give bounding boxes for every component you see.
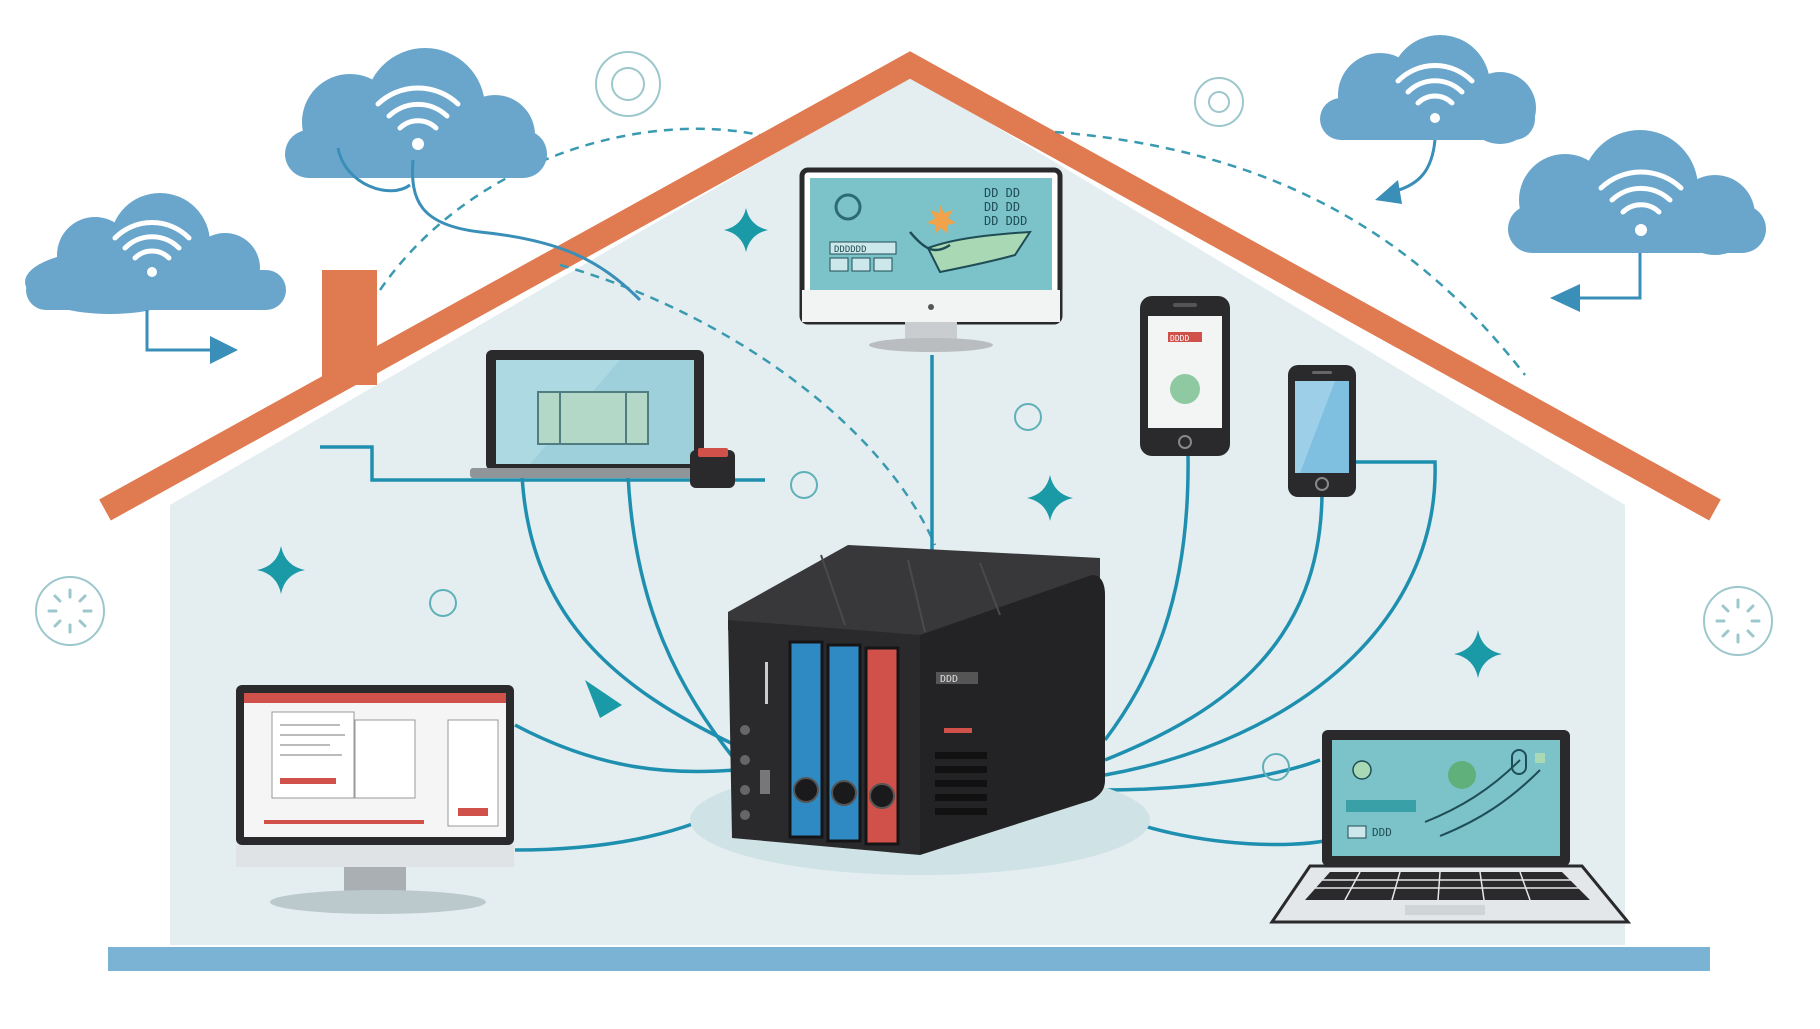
cloud-wifi-icon-3 [1320,35,1536,144]
nas-display [936,672,978,684]
cloud-wifi-icon-2 [285,48,547,178]
star-burst-icon [927,205,956,234]
circle-icon [1262,753,1290,781]
circle-icon [1014,403,1042,431]
cable-phone-2-loop [1104,460,1437,777]
decorations [35,51,1773,781]
sparkle-icon [724,208,768,252]
nas-display-text: DDD [940,674,958,685]
circle-icon [790,471,818,499]
drive-bay-3 [864,646,900,846]
dashed-arc-right [1054,130,1526,376]
arrow-head-1 [210,336,238,364]
screen-panel-text: DDDDDD [834,245,867,255]
desktop-monitor-top: DD DD DD DD DD DDD DDDDDD [799,167,1063,352]
sparkle-icon [1454,630,1502,678]
cloud-wifi-icon-4 [1508,130,1766,255]
sparkle-icon [1027,475,1073,521]
cable-laptop-right-a [1104,758,1321,792]
desktop-monitor-left [236,685,514,914]
sparkle-icon [257,546,305,594]
smartphone-2 [1288,365,1356,497]
cloud-wifi-icon-1 [25,193,286,314]
cable-phone-1 [1103,454,1190,742]
monitor-stand [869,338,993,352]
phone-app-icon [1170,374,1200,404]
smartphone-1: DDDD [1140,296,1230,456]
cable-laptop-left-b [626,474,737,762]
usb-drive-icon [690,450,735,488]
drive-bay-1 [788,640,824,839]
screen-code-1: DD DD [984,186,1020,200]
dotted-sun-rays [47,588,1761,644]
laptop-right-screen [1332,740,1560,856]
screen-code-3: DD DDD [984,214,1027,228]
left-monitor-stand [270,890,486,914]
cloud-arrows [145,139,1642,364]
house [99,51,1721,971]
cable-laptop-left-a [520,474,736,747]
arrow-line-2 [411,159,642,302]
house-wall [170,75,1625,945]
laptop-left-base [470,468,720,478]
nas-top [728,545,1100,640]
arrow-line-1 [145,310,210,352]
arrow-head-3 [1375,180,1402,204]
laptop-right-label: DDD [1372,826,1392,839]
phone-1-header: DDDD [1170,334,1189,343]
laptop-right: DDD [1269,730,1632,924]
circle-icon [429,589,457,617]
arrow-line-4 [1580,253,1642,300]
drive-bay-2 [826,643,862,843]
floor [108,947,1710,971]
flow-arrow-icon [585,680,622,718]
arrow-line-5 [336,147,411,193]
screen-code-2: DD DD [984,200,1020,214]
dashed-arc-left [378,127,761,291]
dotted-sun-icon [35,51,1773,656]
arrow-head-4 [1550,284,1580,312]
laptop-left [470,350,735,488]
nas-server: DDD [690,545,1150,875]
roof [99,51,1721,521]
cable-laptop-left-c [320,445,765,482]
cable-monitor-left-a [514,723,736,774]
laptop-app-icon [1448,761,1476,789]
cable-phone-2 [1104,494,1324,762]
